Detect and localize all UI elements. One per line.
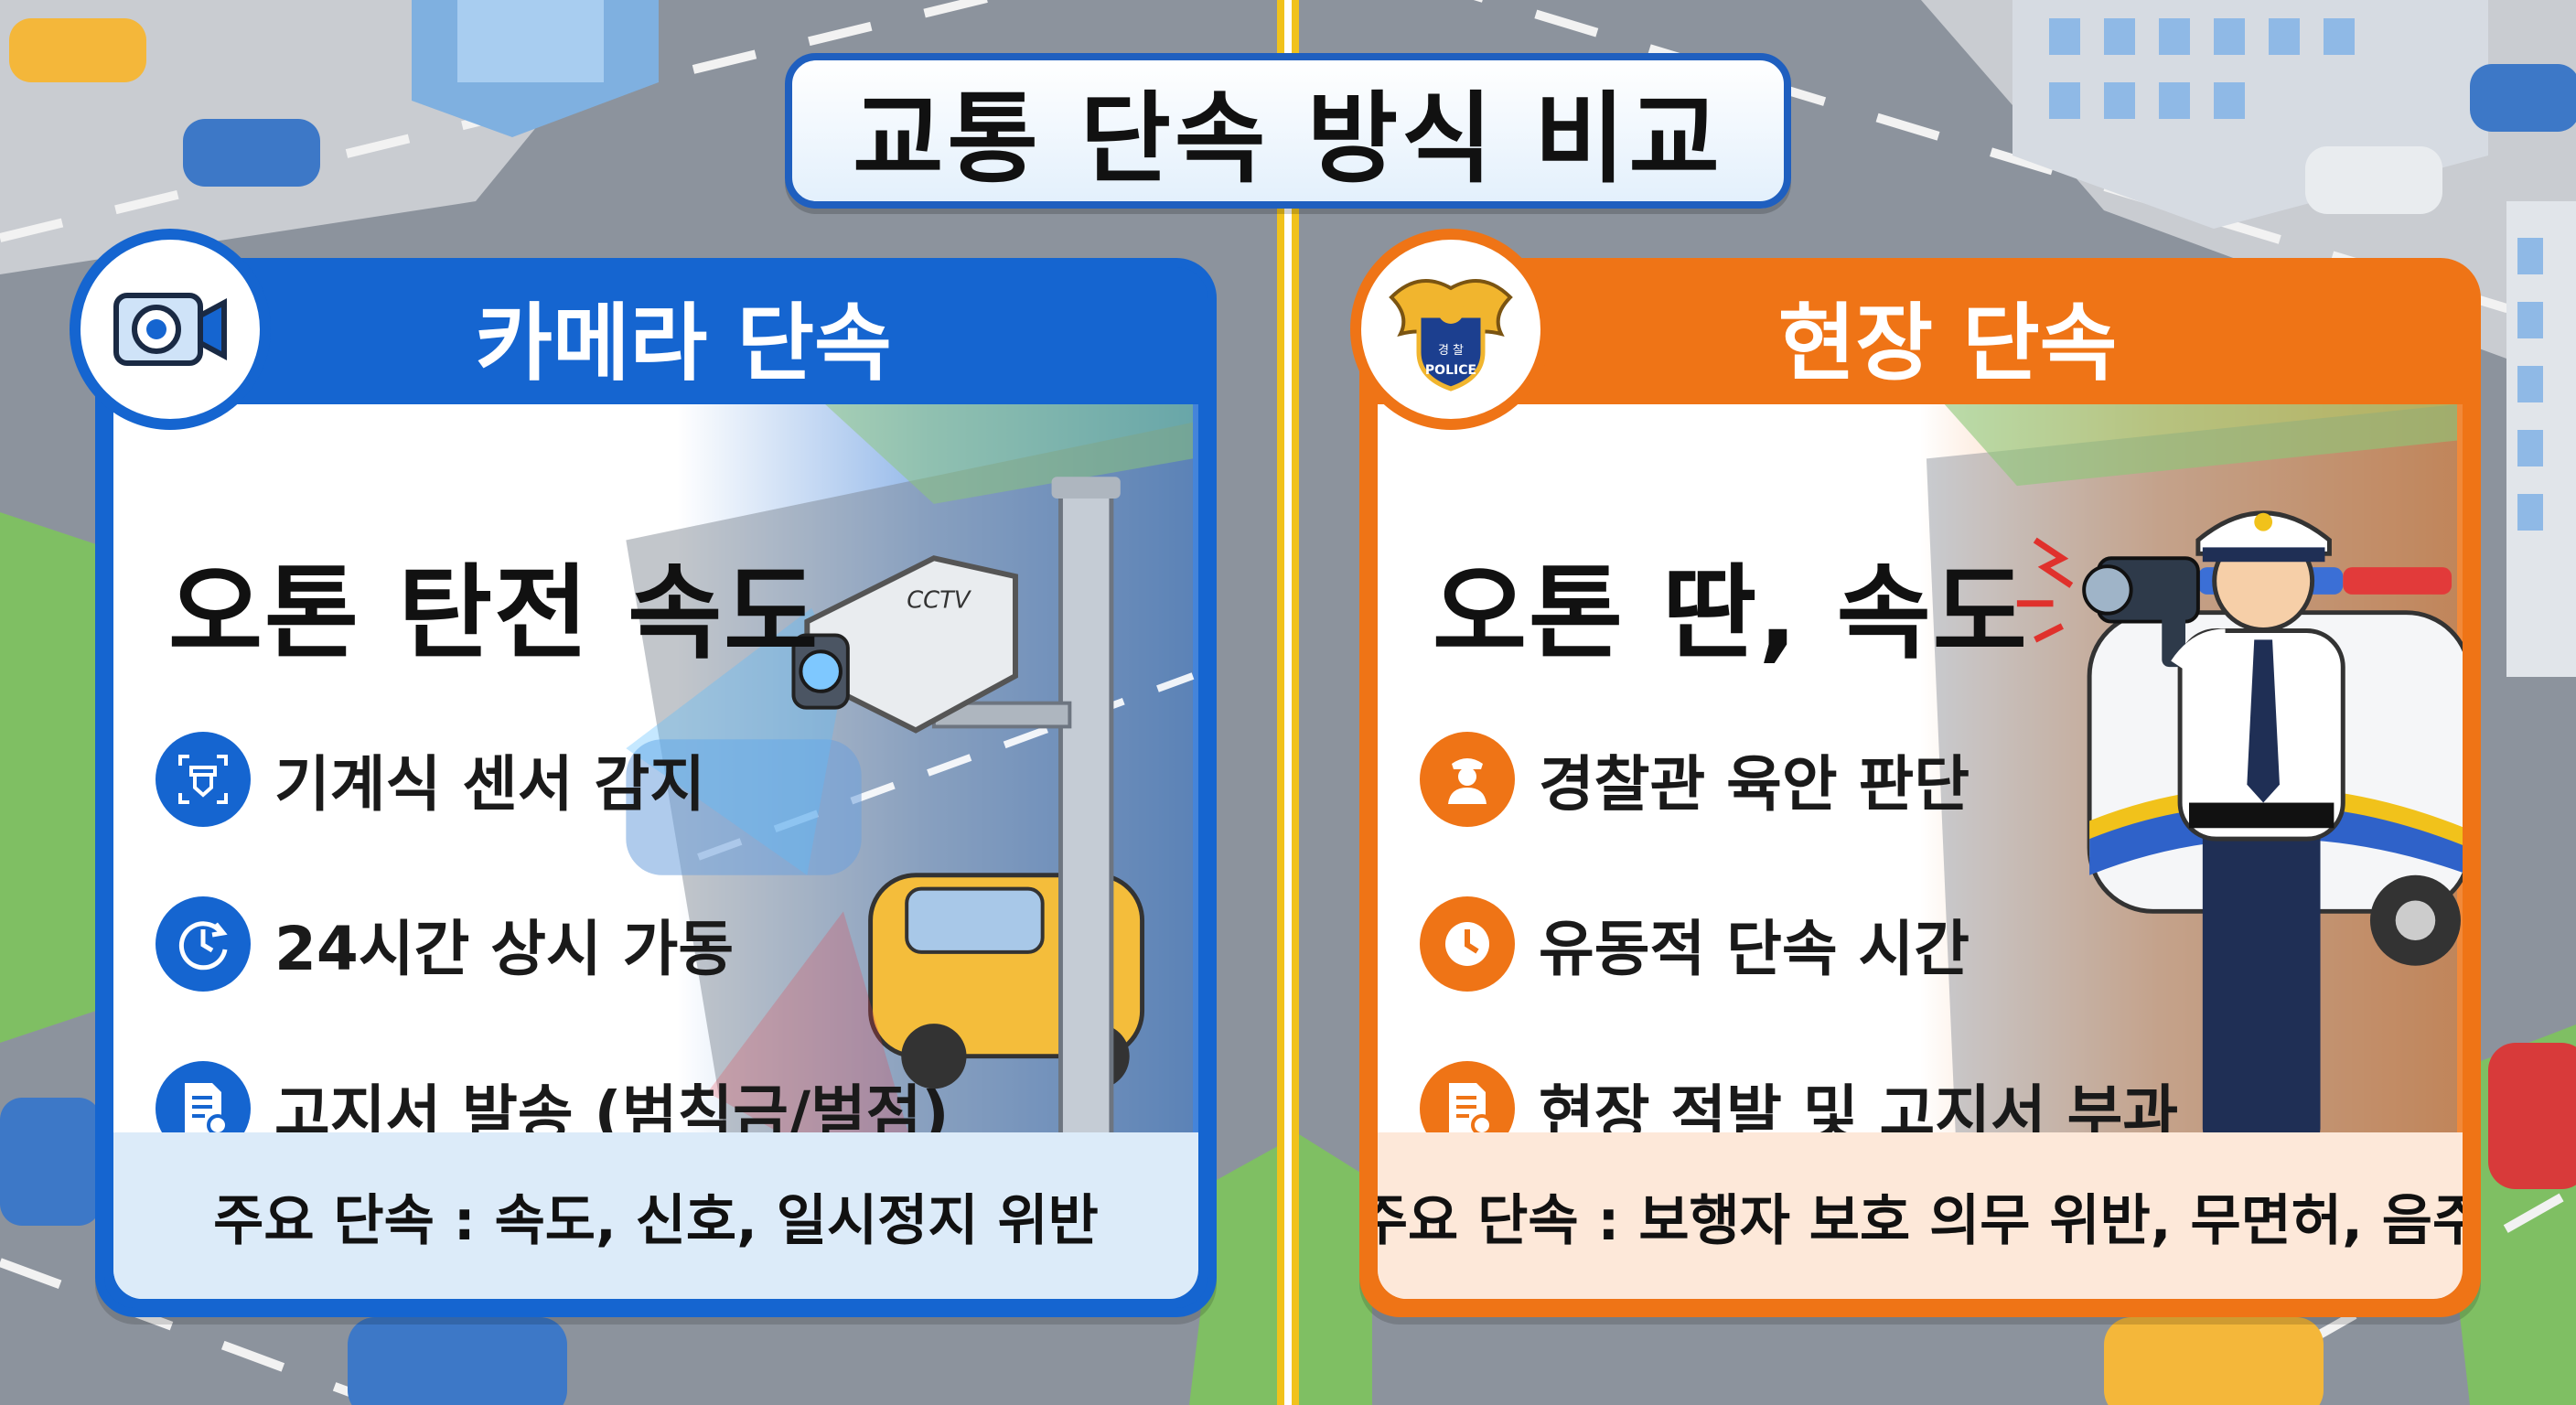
camera-card-header: 카메라 단속: [104, 267, 1208, 404]
clock-24-icon: [156, 896, 251, 992]
field-footer-text: 주요 단속 : 보행자 보호 의무 위반, 무면허, 음주: [1378, 1188, 2463, 1253]
sensor-icon: [156, 732, 251, 827]
list-item-label: 유동적 단속 시간: [1539, 914, 1970, 984]
camera-card-footer: 주요 단속 : 속도, 신호, 일시정지 위반: [113, 1132, 1198, 1299]
field-card-subtitle: 오톤 딴, 속도: [1433, 554, 2029, 673]
field-card-title: 현장 단속: [1777, 294, 2118, 392]
field-enforcement-card: 현장 단속: [1359, 258, 2481, 1317]
camera-card-subtitle: 오톤 탄전 속도: [168, 554, 821, 673]
field-card-body: 오톤 딴, 속도 경찰관 육안 판단 유동적 단속 시간 현장 적발 및 고지서…: [1378, 404, 2463, 1299]
field-card-footer: 주요 단속 : 보행자 보호 의무 위반, 무면허, 음주: [1378, 1132, 2463, 1299]
title-banner: 교통 단속 방식 비교: [785, 53, 1791, 209]
list-item: 경찰관 육안 판단: [1420, 724, 2178, 834]
page-title: 교통 단속 방식 비교: [853, 82, 1723, 197]
emblem-text-police: POLICE: [1425, 363, 1476, 378]
list-item: 유동적 단속 시간: [1420, 889, 2178, 999]
police-officer-illustration: [1926, 404, 2463, 1299]
camera-card-title: 카메라 단속: [475, 294, 892, 392]
cctv-label: CCTV: [907, 587, 972, 615]
cctv-road-illustration: CCTV: [626, 404, 1195, 1299]
list-item-label: 경찰관 육안 판단: [1539, 749, 1970, 820]
camera-icon: [70, 229, 271, 430]
list-item: 24시간 상시 가동: [156, 889, 950, 999]
list-item: 기계식 센서 감지: [156, 724, 950, 834]
clock-icon: [1420, 896, 1515, 992]
list-item-label: 24시간 상시 가동: [274, 914, 735, 984]
emblem-text-korean: 경 찰: [1438, 344, 1464, 358]
camera-enforcement-card: 카메라 단속 CCTV: [95, 258, 1217, 1317]
camera-footer-text: 주요 단속 : 속도, 신호, 일시정지 위반: [213, 1188, 1099, 1253]
list-item-label: 기계식 센서 감지: [274, 749, 705, 820]
police-officer-icon: [1420, 732, 1515, 827]
field-card-header: 현장 단속: [1368, 267, 2472, 404]
police-emblem-icon: 경 찰 POLICE: [1350, 229, 1551, 430]
camera-card-body: CCTV 오톤 탄전 속도 기계식 센서 감지 24시간 상시 가동: [113, 404, 1198, 1299]
